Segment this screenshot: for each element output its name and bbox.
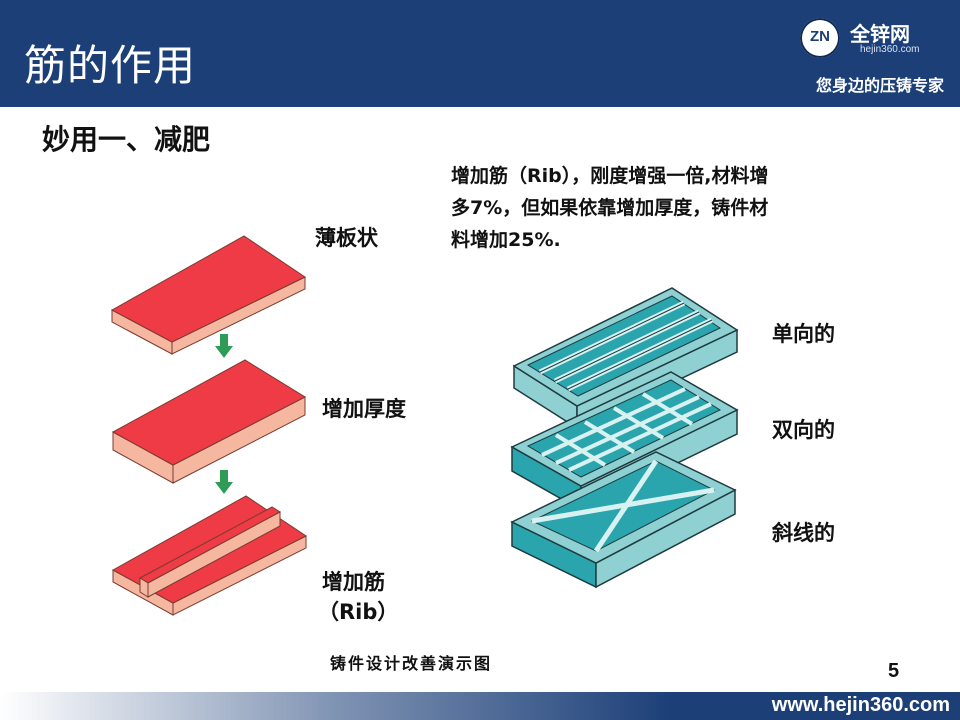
footer-url[interactable]: www.hejin360.com [771, 694, 950, 716]
logo-name: 全锌网 [850, 22, 910, 46]
footer-bar: www.hejin360.com [0, 692, 960, 720]
label-add-rib: 增加筋 [322, 570, 385, 594]
header-bar [0, 0, 960, 107]
section-subtitle: 妙用一、减肥 [42, 123, 211, 156]
logo-circle-icon: ZN [800, 18, 840, 58]
label-two-way: 双向的 [772, 418, 835, 442]
figure-caption: 铸件设计改善演示图 [330, 654, 493, 673]
label-add-thickness: 增加厚度 [322, 397, 406, 421]
label-add-rib-en: （Rib） [318, 600, 399, 624]
label-diagonal: 斜线的 [772, 521, 835, 545]
down-arrow-icon [215, 470, 233, 494]
thick-plate [111, 359, 307, 484]
ribbed-plate [111, 495, 307, 616]
description-text: 增加筋（Rib），刚度增强一倍,材料增多7%，但如果依靠增加厚度，铸件材料增加2… [451, 165, 769, 251]
page-number: 5 [888, 660, 900, 682]
slogan: 您身边的压铸专家 [815, 76, 944, 95]
thin-plate [110, 235, 306, 355]
label-one-way: 单向的 [772, 322, 835, 346]
logo-mark: ZN [810, 28, 830, 45]
diagonal-rib-grid [510, 451, 737, 589]
logo[interactable]: ZN 全锌网 hejin360.com [800, 18, 940, 58]
logo-url: hejin360.com [860, 44, 920, 55]
label-thin-plate: 薄板状 [315, 226, 378, 250]
page-title: 筋的作用 [24, 41, 197, 90]
down-arrow-icon [215, 334, 233, 358]
